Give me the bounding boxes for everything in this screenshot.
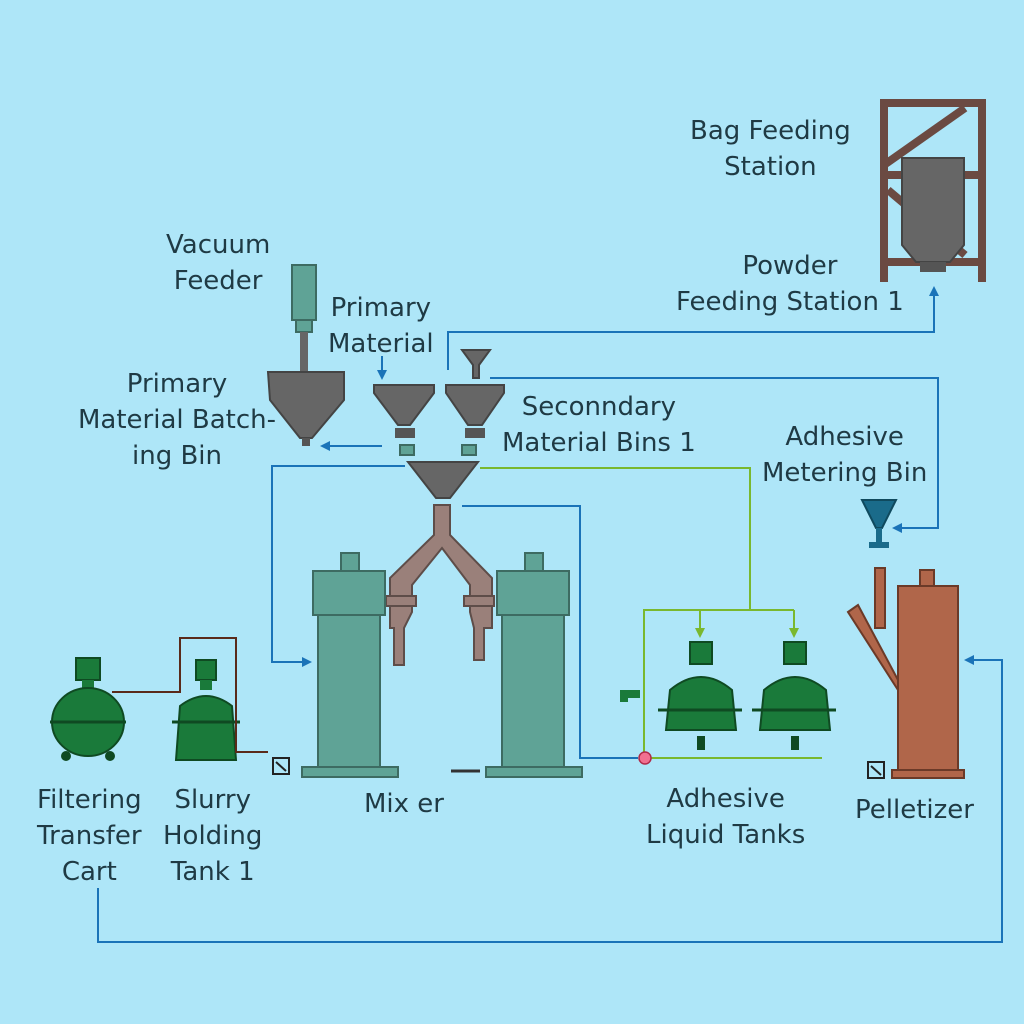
pelletizer-line-1: Pelletizer <box>855 795 974 825</box>
hopper-connectors <box>399 444 477 456</box>
primary-material-line-2: Material <box>328 329 434 359</box>
bag-outlet <box>920 262 946 272</box>
adhesive-tank-1 <box>658 641 742 750</box>
adhesive-metering-bin-line-2: Metering Bin <box>762 458 928 488</box>
vacuum-feeder <box>291 264 317 374</box>
bag-feeding-station-line-1: Bag Feeding <box>690 116 851 146</box>
primary-batching-bin-outlet <box>302 438 310 446</box>
adhesive-metering-bin <box>860 499 898 548</box>
filtering-transfer-cart <box>50 657 126 761</box>
mixer-line-1: Mix er <box>364 789 444 819</box>
mixer-right <box>485 552 583 778</box>
mixer-left <box>301 552 399 778</box>
secondary-material-bins-line-1: Seconndary <box>521 392 676 422</box>
slurry-holding-tank-line-1: Slurry <box>174 785 251 815</box>
filtering-transfer-cart-line-2: Transfer <box>37 821 142 851</box>
adhesive-metering-bin-label: Adhesive Metering Bin <box>762 419 927 491</box>
primary-material-label: Primary Material <box>328 290 434 362</box>
bag-hopper <box>901 157 965 263</box>
secondary-material-hopper <box>445 349 505 438</box>
adhesive-liquid-tanks-line-2: Liquid Tanks <box>646 820 806 850</box>
powder-feeding-station-label: Powder Feeding Station 1 <box>676 248 904 320</box>
filtering-transfer-cart-line-3: Cart <box>61 857 117 887</box>
vacuum-feeder-line-2: Feeder <box>173 266 263 296</box>
y-pipe-flange-left <box>385 595 417 607</box>
primary-batching-bin <box>266 371 345 439</box>
vacuum-feeder-line-1: Vacuum <box>166 230 271 260</box>
blue-flow-lines <box>97 286 1003 943</box>
adhesive-metering-bin-line-1: Adhesive <box>785 422 904 452</box>
vacuum-feeder-label: Vacuum Feeder <box>166 227 270 299</box>
primary-batching-bin-line-1: Primary <box>126 369 228 399</box>
powder-feeding-station-line-2: Feeding Station 1 <box>676 287 904 317</box>
secondary-material-bins-line-2: Material Bins 1 <box>502 428 696 458</box>
primary-batching-bin-line-3: ing Bin <box>132 441 223 471</box>
junction-valve <box>638 751 652 765</box>
pelletizer-label: Pelletizer <box>855 792 974 828</box>
primary-batching-bin-label: Primary Material Batch- ing Bin <box>78 366 276 474</box>
green-flow-lines <box>480 467 822 759</box>
pump-icon-left <box>272 757 290 775</box>
secondary-material-bins-label: Seconndary Material Bins 1 <box>502 389 696 461</box>
pump-icon-right <box>867 761 885 779</box>
adhesive-liquid-tanks-line-1: Adhesive <box>666 784 785 814</box>
bag-feeding-station-line-2: Station <box>724 152 817 182</box>
pelletizer <box>846 567 965 779</box>
primary-material-line-1: Primary <box>330 293 432 323</box>
side-valve <box>620 690 640 702</box>
filtering-transfer-cart-label: Filtering Transfer Cart <box>37 782 142 890</box>
adhesive-liquid-tanks-label: Adhesive Liquid Tanks <box>646 781 805 853</box>
slurry-holding-tank-label: Slurry Holding Tank 1 <box>163 782 262 890</box>
slurry-holding-tank <box>172 659 240 761</box>
y-pipe <box>389 504 493 666</box>
adhesive-tank-2 <box>752 641 836 750</box>
slurry-holding-tank-line-2: Holding <box>163 821 263 851</box>
bag-feeding-station-label: Bag Feeding Station <box>690 113 851 185</box>
primary-material-hopper <box>373 384 435 438</box>
powder-feeding-station-line-1: Powder <box>742 251 838 281</box>
mixer-label: Mix er <box>364 786 444 822</box>
filtering-transfer-cart-line-1: Filtering <box>37 785 142 815</box>
primary-batching-bin-line-2: Material Batch- <box>78 405 277 435</box>
slurry-pipe <box>112 637 268 753</box>
slurry-holding-tank-line-3: Tank 1 <box>170 857 255 887</box>
y-pipe-flange-right <box>463 595 495 607</box>
collection-hopper <box>405 461 481 499</box>
